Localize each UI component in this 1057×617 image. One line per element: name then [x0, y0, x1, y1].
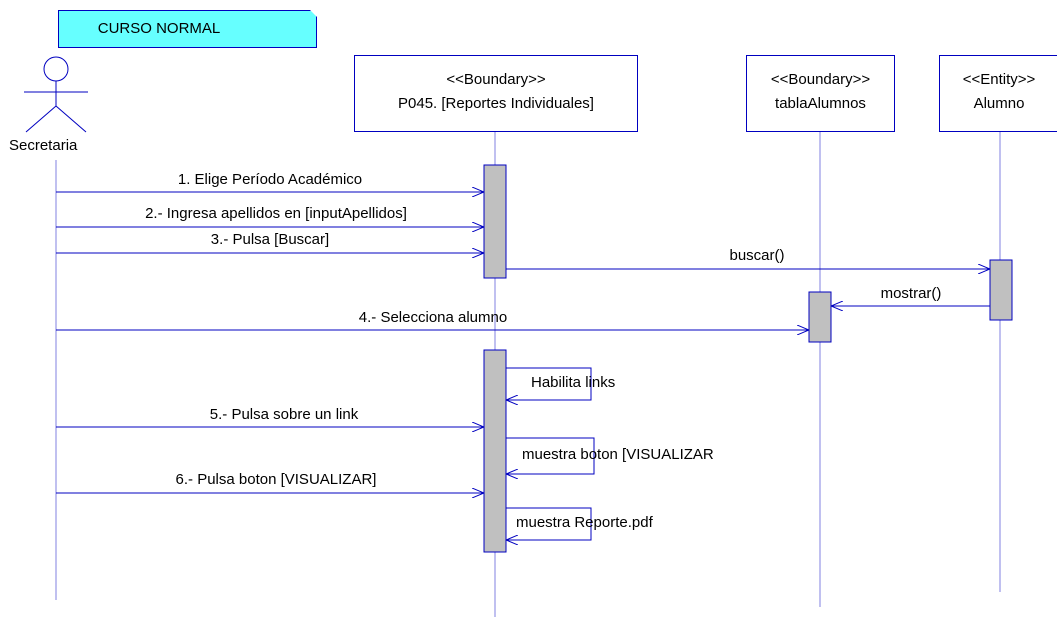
activation-p045-2 — [483, 349, 507, 553]
message-label-6: 6.- Pulsa boton [VISUALIZAR] — [175, 471, 377, 488]
self-message-label-muestra-reporte: muestra Reporte.pdf — [516, 514, 653, 531]
stereotype-label: <<Entity>> — [962, 71, 1036, 88]
lifeline-name: tablaAlumnos — [775, 95, 866, 112]
message-label-mostrar: mostrar() — [880, 285, 942, 302]
note-fold — [310, 10, 317, 17]
actor-label: Secretaria — [9, 137, 78, 154]
lifeline-head-p045: <<Boundary>> P045. [Reportes Individuale… — [354, 55, 638, 132]
actor-icon — [24, 56, 88, 133]
self-message-muestra-boton — [506, 437, 595, 474]
activation-tabla-alumnos — [808, 291, 832, 343]
lifeline-head-alumno: <<Entity>> Alumno — [939, 55, 1057, 132]
message-label-buscar: buscar() — [729, 247, 785, 264]
stereotype-label: <<Boundary>> — [446, 71, 546, 88]
self-message-label-habilita-links: Habilita links — [531, 374, 616, 391]
lifeline-name: P045. [Reportes Individuales] — [398, 95, 594, 112]
self-message-habilita-links — [506, 367, 592, 400]
message-label-4: 4.- Selecciona alumno — [358, 309, 508, 326]
note-text: CURSO NORMAL — [97, 20, 221, 37]
message-label-1: 1. Elige Período Académico — [177, 171, 363, 188]
stereotype-label: <<Boundary>> — [770, 71, 871, 88]
self-message-label-muestra-boton: muestra boton [VISUALIZAR — [522, 446, 714, 463]
activation-p045-1 — [483, 164, 507, 279]
message-label-3: 3.- Pulsa [Buscar] — [210, 231, 330, 248]
lifeline-head-tabla-alumnos: <<Boundary>> tablaAlumnos — [746, 55, 895, 132]
message-label-2: 2.- Ingresa apellidos en [inputApellidos… — [145, 205, 407, 222]
self-message-muestra-reporte — [506, 507, 592, 540]
lifeline-name: Alumno — [973, 95, 1025, 112]
activation-alumno — [989, 259, 1013, 321]
message-label-5: 5.- Pulsa sobre un link — [209, 406, 359, 423]
note-curso-normal: CURSO NORMAL — [58, 10, 317, 48]
